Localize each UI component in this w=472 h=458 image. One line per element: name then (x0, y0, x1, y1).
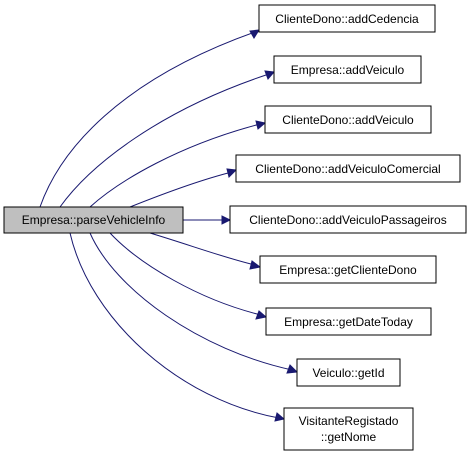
edge-getid (89, 232, 293, 371)
node-label: ClienteDono::addVeiculo (282, 113, 414, 127)
node-box (296, 358, 401, 387)
edge-addveiculocomercial (129, 171, 233, 208)
edge-empresa-addveiculo (59, 73, 270, 208)
node-box (264, 105, 432, 134)
edge-clientedono-addveiculo (89, 123, 261, 208)
arrowhead-getnome (274, 412, 286, 422)
arrowhead-addcedencia (249, 29, 260, 39)
node-clientedono-addveiculo[interactable]: ClienteDono::addVeiculo (264, 105, 432, 134)
node-empresa-getclientedono[interactable]: Empresa::getClienteDono (259, 255, 437, 284)
node-label: Veiculo::getId (312, 366, 384, 380)
node-empresa-getdatetoday[interactable]: Empresa::getDateToday (265, 307, 432, 336)
node-box (259, 255, 437, 284)
node-clientedono-addveiculocomercial[interactable]: ClienteDono::addVeiculoComercial (235, 154, 461, 183)
node-label-line1: VisitanteRegistado (299, 414, 399, 428)
node-box (229, 205, 467, 234)
node-label: ClienteDono::addVeiculoComercial (255, 162, 440, 176)
node-box (265, 307, 432, 336)
node-label: ClienteDono::addVeiculoPassageiros (249, 213, 446, 227)
node-label: ClienteDono::addCedencia (275, 12, 419, 26)
node-veiculo-getid[interactable]: Veiculo::getId (296, 358, 401, 387)
node-empresa-addveiculo[interactable]: Empresa::addVeiculo (273, 55, 422, 84)
node-visitanteregistado-getnome[interactable]: VisitanteRegistado ::getNome (283, 407, 414, 451)
root-node-label: Empresa::parseVehicleInfo (22, 213, 166, 227)
arrowhead-addveiculocomercial (226, 168, 238, 178)
node-label: Empresa::getDateToday (284, 315, 413, 329)
edges (39, 29, 299, 422)
arrowhead-getid (286, 364, 299, 374)
edge-getclientedono (149, 232, 256, 266)
node-clientedono-addveiculopassageiros[interactable]: ClienteDono::addVeiculoPassageiros (229, 205, 467, 234)
edge-getnome (69, 232, 280, 419)
arrowhead-empresa-addveiculo (264, 70, 275, 80)
root-node-box (3, 206, 184, 234)
node-label-line2: ::getNome (321, 430, 377, 444)
node-box (258, 4, 436, 33)
node-label: Empresa::addVeiculo (291, 63, 405, 77)
arrowhead-getdatetoday (255, 310, 268, 320)
edge-addcedencia (39, 31, 256, 208)
node-box (235, 154, 461, 183)
arrowhead-addveiculopassageiros (221, 215, 232, 225)
edge-getdatetoday (109, 232, 262, 316)
root-node[interactable]: Empresa::parseVehicleInfo (3, 206, 184, 234)
arrowhead-getclientedono (249, 260, 262, 270)
node-box (273, 55, 422, 84)
node-label: Empresa::getClienteDono (279, 263, 417, 277)
node-box (283, 407, 414, 451)
arrowhead-clientedono-addveiculo (255, 120, 267, 130)
node-clientedono-addcedencia[interactable]: ClienteDono::addCedencia (258, 4, 436, 33)
